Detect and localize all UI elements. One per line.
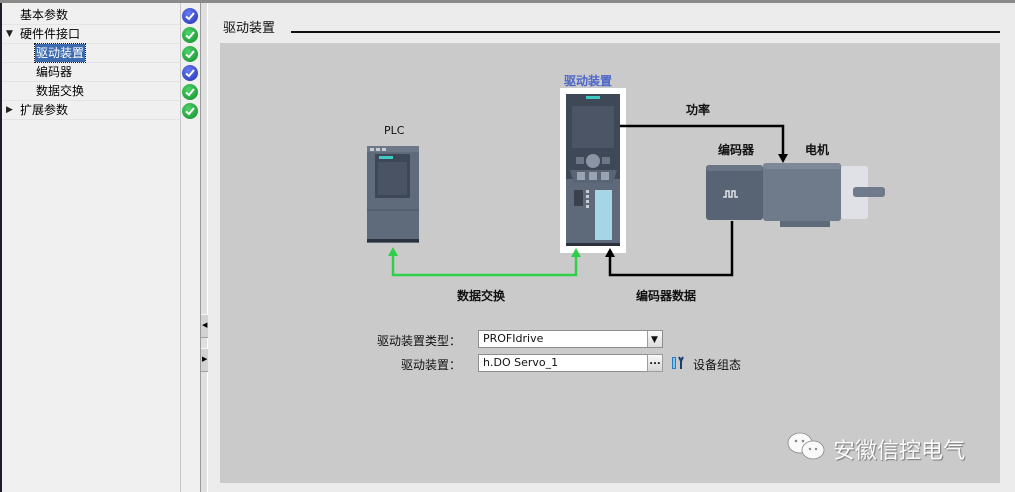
nav-item-label: 硬件件接口 xyxy=(20,27,81,41)
drive-input[interactable]: h.DO Servo_1 ... xyxy=(478,354,663,372)
arrow-up-icon xyxy=(605,248,615,257)
power-line xyxy=(620,124,785,156)
nav-item-basic-params[interactable]: 基本参数 xyxy=(2,6,180,25)
check-green-icon xyxy=(182,27,198,43)
top-border xyxy=(0,0,1015,3)
check-blue-icon xyxy=(182,65,198,81)
nav-item-drive[interactable]: 驱动装置 xyxy=(2,43,180,63)
main-panel: 驱动装置 xyxy=(208,3,1015,492)
nav-item-label-selected: 驱动装置 xyxy=(33,43,87,63)
drive-value: h.DO Servo_1 xyxy=(483,356,559,369)
navigation-tree: 基本参数 ▼ 硬件件接口 驱动装置 编码器 数据交换 ▶ 扩展参数 xyxy=(2,3,180,492)
motor-encoder-icon xyxy=(706,163,885,227)
check-blue-icon xyxy=(182,8,198,24)
arrow-right-icon: ▶ xyxy=(202,355,208,363)
data-exchange-label: 数据交换 xyxy=(457,289,506,303)
drive-diagram-canvas: PLC 驱动装置 功率 编码器 电机 数据交换 编码器数据 驱动装置类型： PR… xyxy=(220,43,1000,483)
panel-splitter[interactable]: ◀ ▶ xyxy=(200,3,208,492)
encoder-data-label: 编码器数据 xyxy=(636,289,697,303)
section-title: 驱动装置 xyxy=(223,21,276,36)
nav-item-data-exchange[interactable]: 数据交换 xyxy=(2,82,180,101)
wechat-icon xyxy=(785,430,829,462)
data-exchange-line xyxy=(391,254,578,277)
window-left-edge xyxy=(0,3,2,492)
encoder-label: 编码器 xyxy=(718,143,755,157)
dropdown-button[interactable]: ▼ xyxy=(647,331,662,347)
expand-down-icon[interactable]: ▼ xyxy=(6,29,13,39)
arrow-up-green-icon xyxy=(388,247,398,256)
status-column xyxy=(180,3,200,492)
chevron-down-icon: ▼ xyxy=(651,335,658,345)
expand-right-button[interactable]: ▶ xyxy=(201,348,208,372)
device-config-link[interactable]: 设备组态 xyxy=(693,358,742,372)
drive-type-select[interactable]: PROFIdrive ▼ xyxy=(478,330,663,348)
drive-type-label: 驱动装置类型： xyxy=(377,334,462,348)
encoder-data-line xyxy=(608,221,734,277)
nav-item-extended-params[interactable]: ▶ 扩展参数 xyxy=(2,101,180,120)
pulse-icon xyxy=(723,190,738,198)
motor-label: 电机 xyxy=(805,143,830,157)
browse-button[interactable]: ... xyxy=(647,354,663,372)
arrow-up-green-icon xyxy=(571,248,581,257)
drive-type-value: PROFIdrive xyxy=(483,332,544,345)
check-green-icon xyxy=(182,103,198,119)
check-green-icon xyxy=(182,84,198,100)
power-label: 功率 xyxy=(686,103,711,117)
nav-item-label: 数据交换 xyxy=(36,84,85,98)
plc-device-icon xyxy=(367,146,419,243)
drive-label: 驱动装置： xyxy=(401,358,462,372)
diagram-graphics xyxy=(367,88,885,277)
check-green-icon xyxy=(182,46,198,62)
nav-item-label: 编码器 xyxy=(36,65,73,79)
expand-right-icon[interactable]: ▶ xyxy=(6,105,13,115)
nav-item-label: 扩展参数 xyxy=(20,103,69,117)
watermark-text: 安徽信控电气 xyxy=(833,439,966,464)
collapse-left-button[interactable]: ◀ xyxy=(201,314,208,338)
nav-item-encoder[interactable]: 编码器 xyxy=(2,63,180,82)
plc-label: PLC xyxy=(384,124,405,137)
nav-item-hardware-interface[interactable]: ▼ 硬件件接口 xyxy=(2,25,180,44)
arrow-left-icon: ◀ xyxy=(202,321,208,329)
section-divider xyxy=(291,31,1000,33)
device-config-icon[interactable] xyxy=(671,355,687,371)
nav-item-label: 基本参数 xyxy=(20,8,69,22)
arrow-down-icon xyxy=(778,154,788,163)
drive-title: 驱动装置 xyxy=(564,74,613,88)
drive-device-icon xyxy=(566,94,620,246)
